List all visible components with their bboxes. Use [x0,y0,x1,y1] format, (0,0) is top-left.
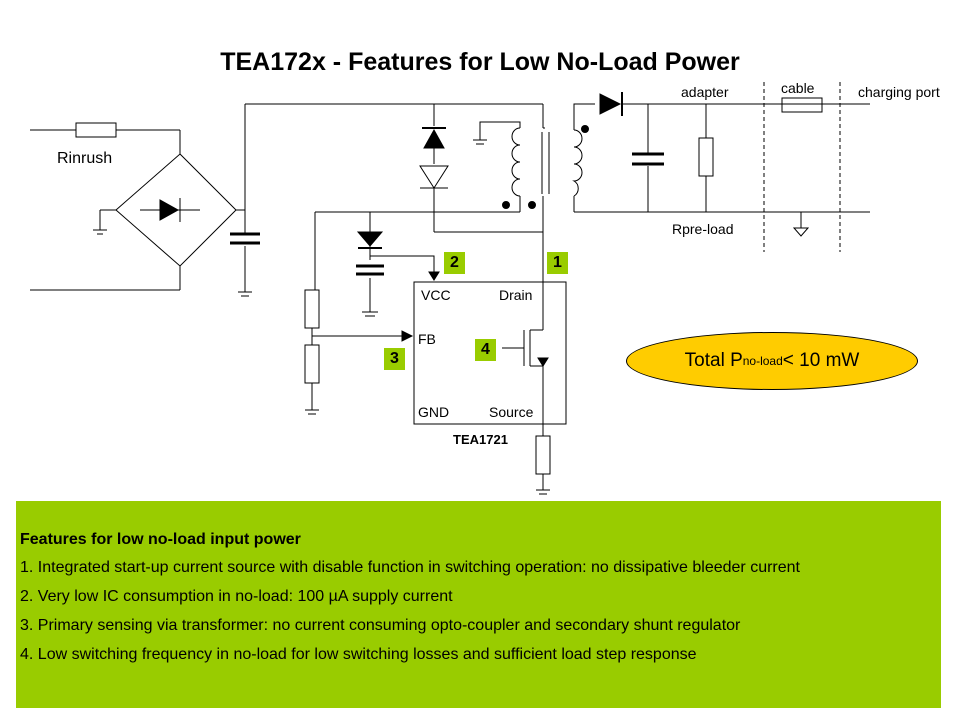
fb-pin-label: FB [418,331,436,347]
no-load-suffix: < 10 mW [782,350,860,371]
circuit-diagram [30,82,870,495]
rinrush-resistor [75,122,117,138]
fb-resistor-top [304,289,320,329]
cable-label: cable [781,80,815,96]
feature-item-1: 1. Integrated start-up current source wi… [20,559,800,576]
drain-pin-label: Drain [499,287,533,303]
secondary-winding [572,129,583,197]
fb-resistor-bottom [304,344,320,384]
rinrush-label: Rinrush [57,150,113,167]
no-load-prefix: Total P [684,350,743,371]
charging-port-label: charging port [858,84,940,100]
marker-3: 3 [384,348,405,370]
feature-item-4: 4. Low switching frequency in no-load fo… [20,646,697,663]
feature-item-3: 3. Primary sensing via transformer: no c… [20,617,741,634]
features-panel: Features for low no-load input power 1. … [16,501,941,708]
no-load-subscript: no-load [742,354,783,368]
marker-4: 4 [475,339,496,361]
bridge-rectifier [115,153,237,267]
source-pin-label: Source [489,404,534,420]
sense-resistor [535,435,551,475]
slide-title: TEA172x - Features for Low No-Load Power [220,48,740,76]
marker-1: 1 [547,252,568,274]
cable-resistor [781,97,823,113]
chip-name-label: TEA1721 [453,432,508,447]
features-heading: Features for low no-load input power [20,531,301,548]
gnd-pin-label: GND [418,404,450,420]
vcc-pin-label: VCC [421,287,451,303]
rpre-load-resistor [698,137,714,177]
feature-item-2: 2. Very low IC consumption in no-load: 1… [20,588,453,605]
marker-2: 2 [444,252,465,274]
aux-winding [511,127,521,197]
adapter-label: adapter [681,84,729,100]
ic-box [413,281,567,425]
rpre-load-label: Rpre-load [672,221,734,237]
